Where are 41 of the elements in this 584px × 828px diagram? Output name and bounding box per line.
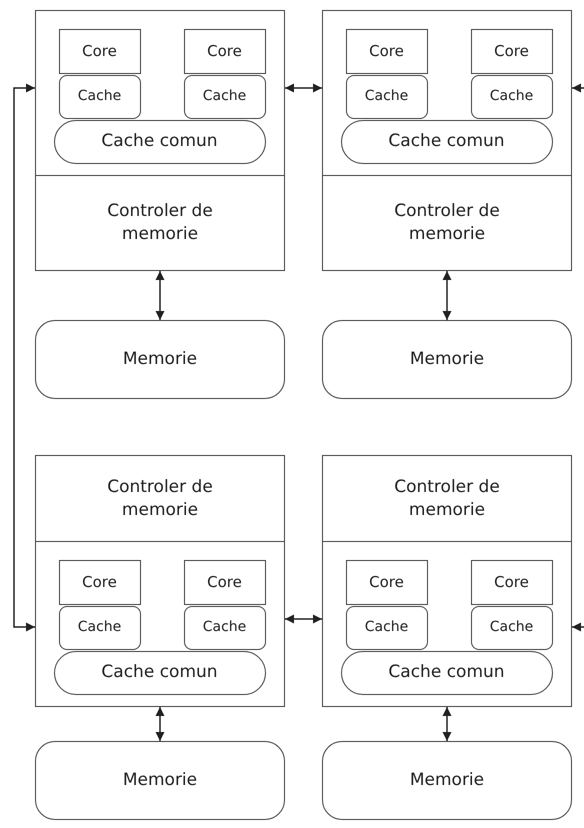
core-box: Core — [184, 28, 266, 74]
cache-box: Cache — [58, 606, 140, 650]
memory-controller-box: Controler de memorie — [35, 455, 285, 542]
arrow — [156, 271, 164, 320]
cache-box: Cache — [470, 74, 552, 118]
core-box: Core — [470, 28, 552, 74]
core-box: Core — [470, 560, 552, 604]
processor-box — [35, 10, 285, 176]
core-box: Core — [184, 560, 266, 604]
core-box: Core — [346, 560, 428, 604]
processor-box — [322, 541, 572, 707]
memory-box: Memorie — [35, 320, 285, 399]
cache-box: Cache — [184, 74, 266, 118]
cache-box: Cache — [470, 606, 552, 650]
processor-box — [35, 541, 285, 707]
memory-box: Memorie — [322, 320, 572, 399]
memory-box: Memorie — [322, 741, 572, 820]
processor-box — [322, 10, 572, 176]
arrow — [156, 707, 164, 741]
cache-box: Cache — [346, 606, 428, 650]
shared-cache-box: Cache comun — [54, 120, 266, 164]
arrow — [572, 84, 584, 92]
core-box: Core — [58, 560, 140, 604]
shared-cache-box: Cache comun — [340, 120, 552, 164]
cache-box: Cache — [184, 606, 266, 650]
arrow — [442, 271, 452, 320]
shared-cache-box: Cache comun — [54, 650, 266, 694]
arrow — [442, 707, 452, 741]
memory-controller-box: Controler de memorie — [322, 455, 572, 542]
memory-controller-box: Controler de memorie — [35, 175, 285, 271]
arrow — [285, 614, 322, 624]
core-box: Core — [58, 28, 140, 74]
arrow — [572, 622, 584, 632]
memory-box: Memorie — [35, 741, 285, 820]
shared-cache-box: Cache comun — [340, 650, 552, 694]
core-box: Core — [346, 28, 428, 74]
memory-controller-box: Controler de memorie — [322, 175, 572, 271]
cache-box: Cache — [346, 74, 428, 118]
arrow — [13, 84, 35, 632]
arrow — [285, 84, 322, 92]
cache-box: Cache — [58, 74, 140, 118]
